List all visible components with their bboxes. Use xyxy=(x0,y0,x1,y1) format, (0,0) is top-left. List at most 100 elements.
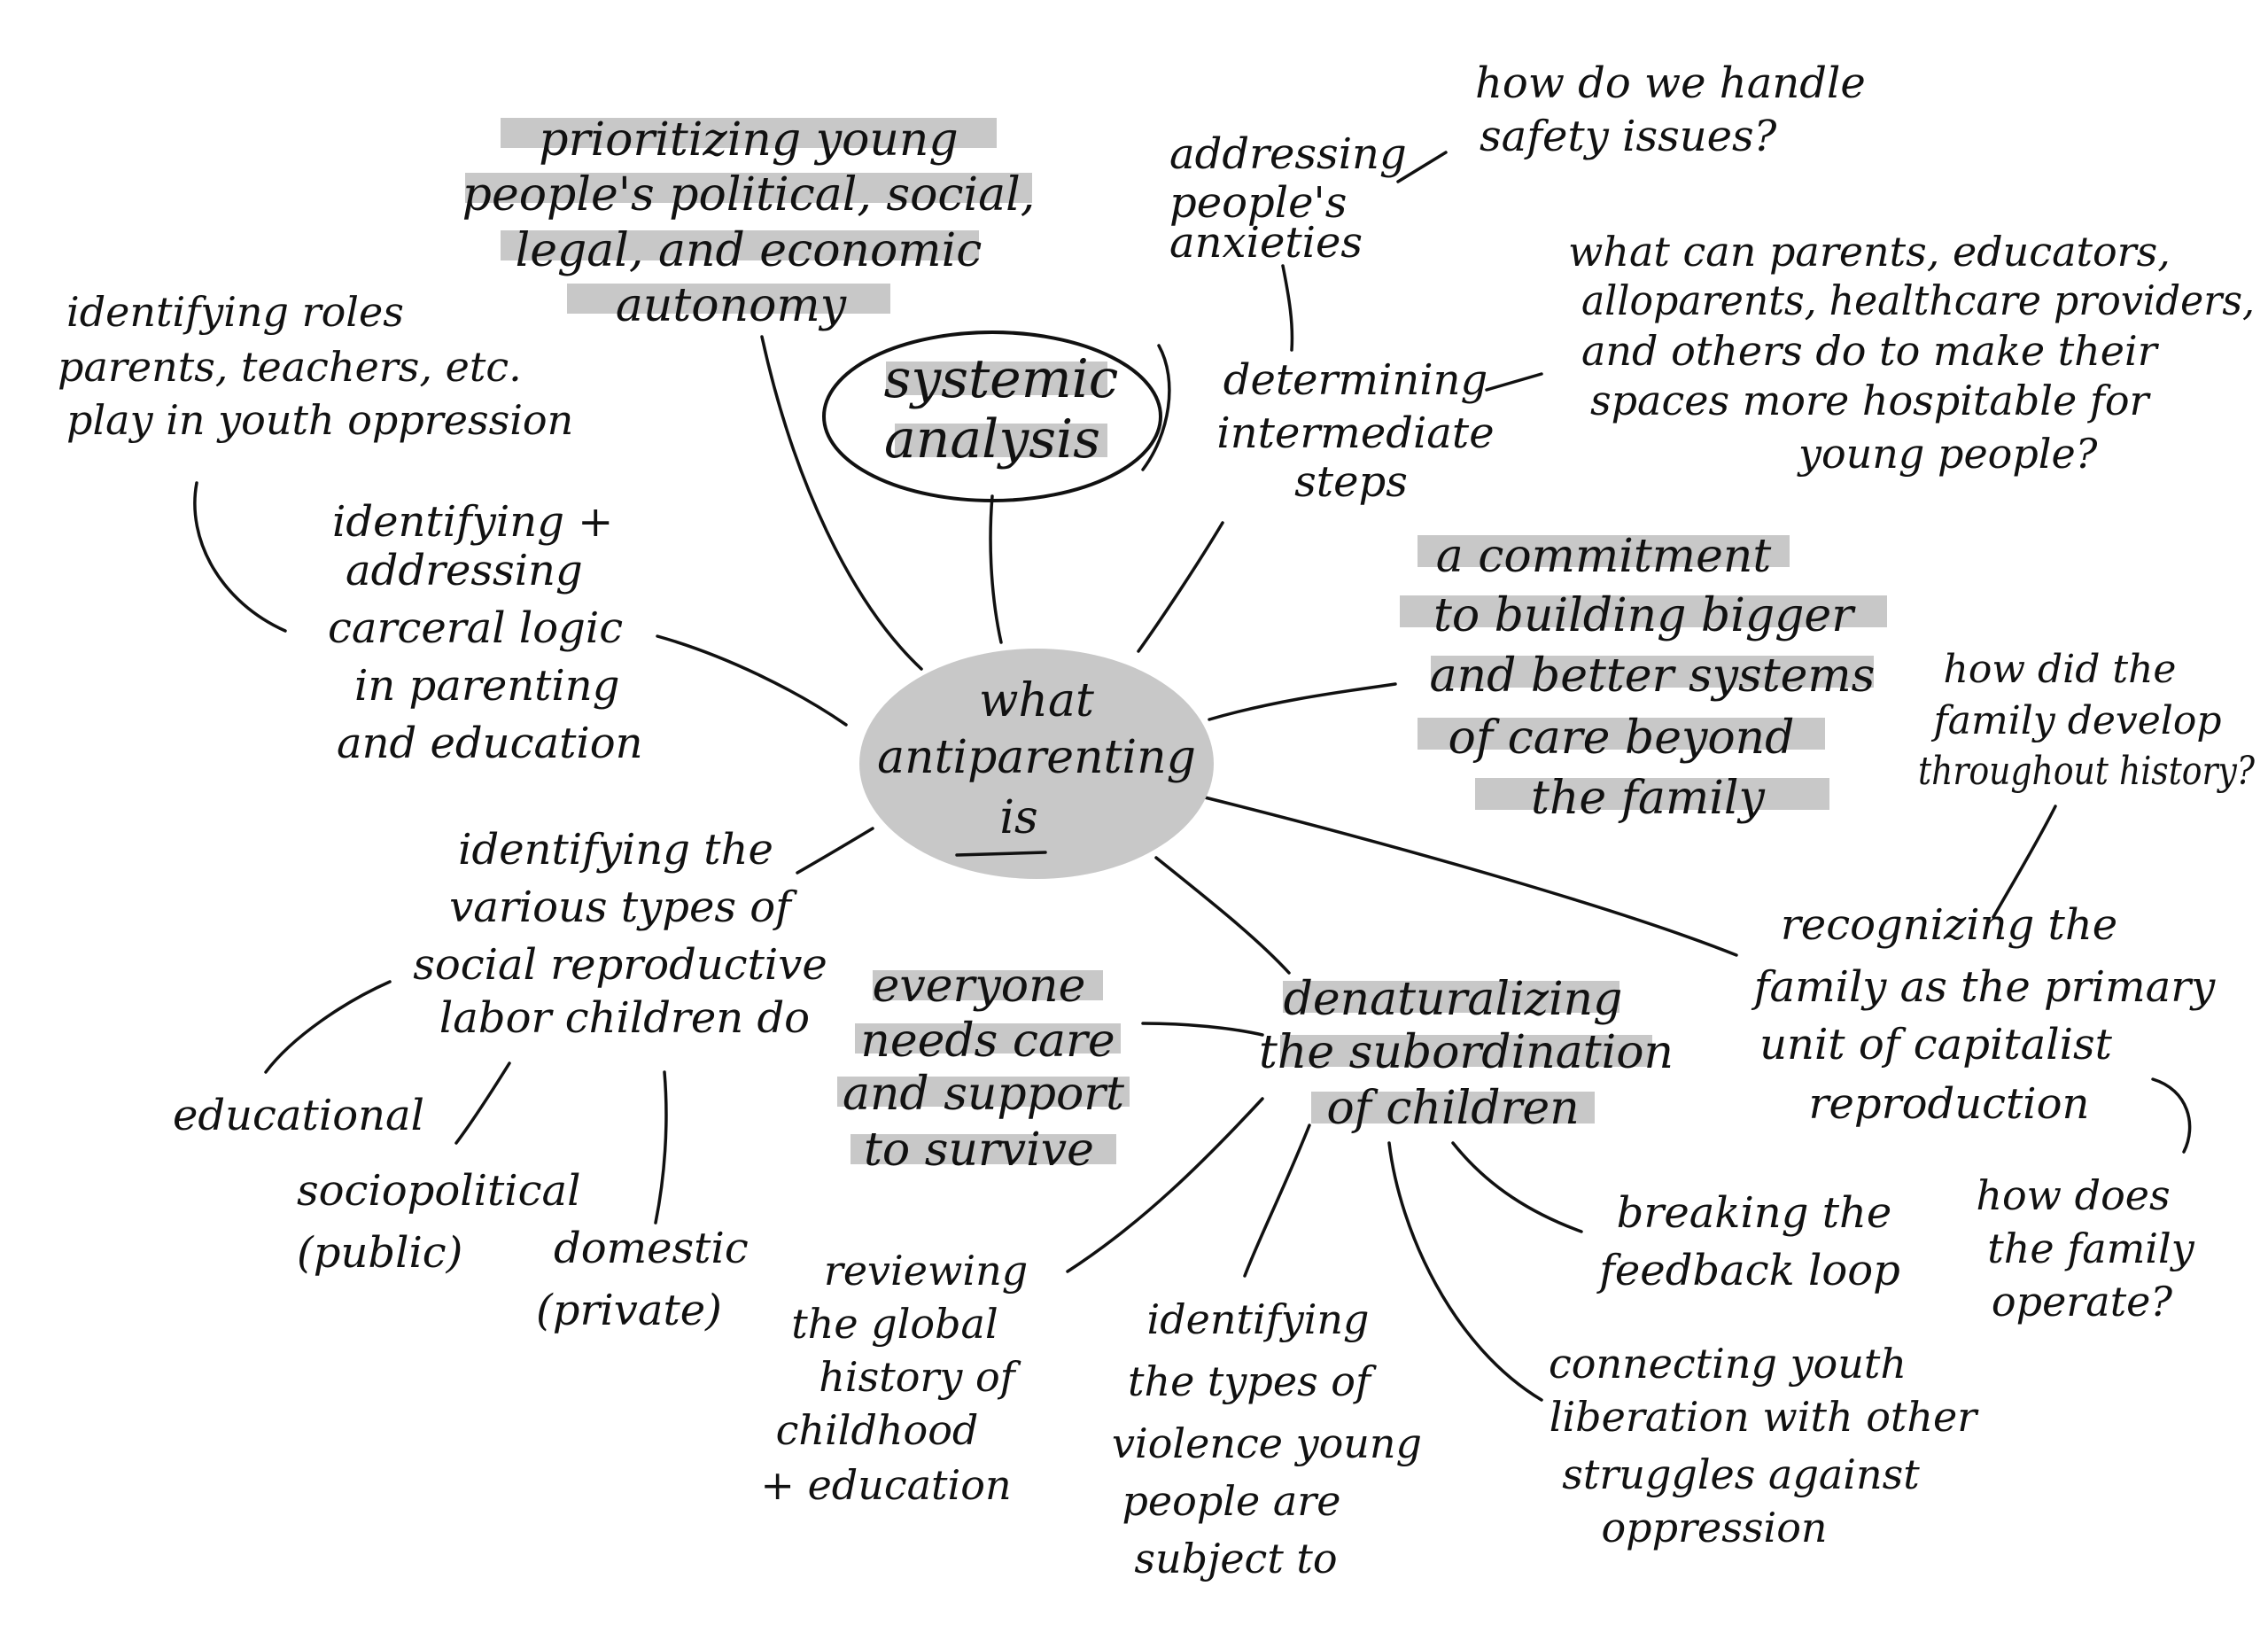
connector-social-repro xyxy=(796,827,874,875)
everyone-line-3: and support xyxy=(843,1068,1124,1121)
connecting-line-3: struggles against xyxy=(1562,1450,1920,1498)
whatcan-line-1: what can parents, educators, xyxy=(1568,228,2171,276)
howdid-line-3: throughout history? xyxy=(1918,749,2255,794)
node-commitment: a commitment to building bigger and bett… xyxy=(1400,530,1887,825)
roles-line-3: play in youth oppression xyxy=(66,396,573,444)
connector-carceral xyxy=(656,634,848,727)
sociopolitical-line-1: sociopolitical xyxy=(297,1166,580,1216)
node-identifying-roles: identifying roles parents, teachers, etc… xyxy=(58,288,573,444)
node-denaturalizing: denaturalizing the subordination of chil… xyxy=(1259,973,1674,1135)
everyone-line-4: to survive xyxy=(864,1124,1094,1177)
highlight-bar xyxy=(886,362,1107,395)
connector-intermediate-whatcan xyxy=(1485,372,1543,392)
node-social-repro: identifying the various types of social … xyxy=(413,825,827,1043)
prioritizing-line-3: legal, and economic xyxy=(516,224,983,277)
node-breaking: breaking the feedback loop xyxy=(1596,1188,1900,1295)
sociopolitical-line-2: (public) xyxy=(297,1228,462,1278)
highlight-bar xyxy=(855,1023,1121,1054)
denaturalizing-line-2: the subordination xyxy=(1259,1026,1674,1079)
commitment-line-3: and better systems xyxy=(1430,649,1876,703)
highlight-bar xyxy=(1311,1092,1595,1124)
connector-howdoes xyxy=(2151,1077,2192,1154)
node-educational: educational xyxy=(173,1091,424,1140)
commitment-line-2: to building bigger xyxy=(1433,589,1856,642)
node-reviewing: reviewing the global history of childhoo… xyxy=(760,1247,1028,1509)
intermediate-line-3: steps xyxy=(1294,457,1408,507)
violence-line-5: subject to xyxy=(1134,1535,1337,1582)
roles-line-2: parents, teachers, etc. xyxy=(58,343,522,391)
safety-line-1: how do we handle xyxy=(1475,58,1866,108)
highlight-bar xyxy=(850,1134,1116,1164)
howdoes-line-1: how does xyxy=(1976,1171,2170,1219)
breaking-line-2: feedback loop xyxy=(1596,1246,1900,1295)
node-how-did: how did the family develop throughout hi… xyxy=(1918,647,2255,794)
anxieties-line-1: addressing xyxy=(1169,129,1407,179)
connector-anxieties-safety xyxy=(1396,151,1448,183)
systemic-line-2: analysis xyxy=(884,408,1100,470)
safety-line-2: safety issues? xyxy=(1480,112,1777,161)
node-connecting: connecting youth liberation with other s… xyxy=(1549,1340,1979,1551)
connector-breaking xyxy=(1451,1141,1583,1233)
highlight-bar xyxy=(465,173,1032,203)
connecting-line-4: oppression xyxy=(1601,1504,1827,1551)
denaturalizing-line-1: denaturalizing xyxy=(1284,973,1623,1026)
whatcan-line-3: and others do to make their xyxy=(1581,327,2160,375)
commitment-line-5: the family xyxy=(1531,772,1766,825)
socialrepro-line-1: identifying the xyxy=(458,825,773,875)
whatcan-line-5: young people? xyxy=(1797,430,2098,478)
node-what-can: what can parents, educators, alloparents… xyxy=(1568,228,2255,478)
highlight-bar xyxy=(567,284,890,314)
connector-educational xyxy=(264,980,392,1074)
highlight-bar xyxy=(1418,718,1825,750)
node-systemic: systemic analysis xyxy=(822,330,1162,502)
center-ellipse xyxy=(859,649,1214,879)
connector-commitment xyxy=(1208,682,1397,721)
highlight-bar xyxy=(501,118,997,148)
recognizing-line-4: reproduction xyxy=(1809,1079,2090,1129)
connector-denaturalizing xyxy=(1154,856,1291,975)
connector-roles-carceral xyxy=(193,481,287,633)
reviewing-line-3: history of xyxy=(819,1353,1021,1401)
node-domestic: domestic (private) xyxy=(536,1224,749,1335)
prioritizing-line-1: prioritizing young xyxy=(539,113,958,167)
reviewing-line-5: + education xyxy=(760,1461,1011,1509)
center-node: what antiparenting is xyxy=(859,649,1214,879)
recognizing-line-2: family as the primary xyxy=(1751,962,2216,1012)
howdoes-line-3: operate? xyxy=(1992,1278,2172,1326)
commitment-line-1: a commitment xyxy=(1436,530,1772,583)
connector-connecting xyxy=(1387,1141,1543,1402)
everyone-line-1: everyone xyxy=(873,960,1086,1013)
anxieties-line-3: anxieties xyxy=(1169,218,1363,268)
highlight-bar xyxy=(1475,778,1829,810)
connector-everyone xyxy=(1141,1022,1264,1037)
socialrepro-line-3: social reproductive xyxy=(413,940,827,990)
violence-line-4: people are xyxy=(1122,1477,1340,1525)
socialrepro-line-4: labor children do xyxy=(439,993,810,1043)
anxieties-line-2: people's xyxy=(1169,178,1347,228)
violence-line-3: violence young xyxy=(1112,1419,1422,1467)
carceral-line-5: and education xyxy=(337,719,643,768)
howdoes-line-2: the family xyxy=(1987,1225,2194,1272)
prioritizing-line-2: people's political, social, xyxy=(462,168,1036,222)
node-how-does: how does the family operate? xyxy=(1976,1171,2194,1326)
violence-line-1: identifying xyxy=(1146,1295,1369,1343)
howdid-line-1: how did the xyxy=(1944,647,2177,692)
center-underline xyxy=(955,851,1047,857)
connector-violence xyxy=(1243,1124,1311,1278)
intermediate-line-1: determining xyxy=(1223,355,1488,405)
educational-label: educational xyxy=(173,1091,424,1140)
howdid-line-2: family develop xyxy=(1930,698,2221,743)
node-sociopolitical: sociopolitical (public) xyxy=(297,1166,580,1278)
node-violence: identifying the types of violence young … xyxy=(1112,1295,1422,1582)
carceral-line-3: carceral logic xyxy=(328,603,623,653)
highlight-bar xyxy=(1280,1035,1652,1067)
systemic-oval xyxy=(822,330,1162,502)
connector-sociopolitical xyxy=(454,1061,511,1145)
recognizing-line-1: recognizing the xyxy=(1781,900,2117,950)
node-everyone: everyone needs care and support to survi… xyxy=(837,960,1130,1177)
node-addressing-anxieties: addressing people's anxieties xyxy=(1169,129,1407,268)
whatcan-line-2: alloparents, healthcare providers, xyxy=(1581,276,2255,324)
connecting-line-2: liberation with other xyxy=(1550,1393,1979,1441)
center-line-1: what xyxy=(979,674,1094,727)
